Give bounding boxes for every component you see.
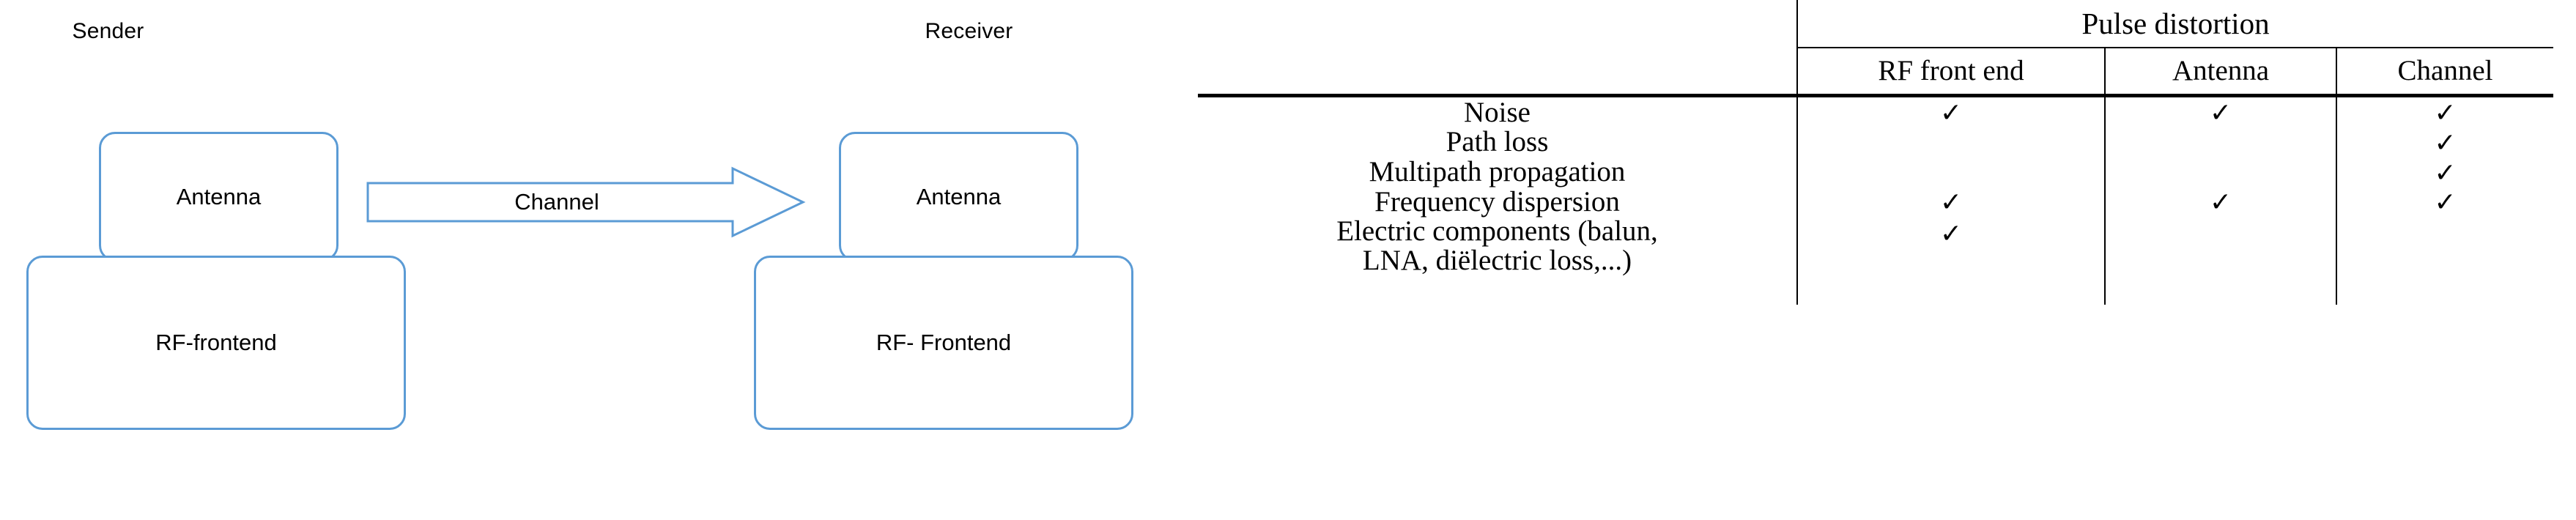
column-header-channel[interactable]: Channel [2335, 48, 2554, 94]
column-header-antenna[interactable]: Antenna [2104, 48, 2336, 94]
cell-multipath-rf[interactable] [1796, 157, 2105, 187]
distortion-matrix: Pulse distortion RF front end Antenna Ch… [1198, 0, 2554, 305]
table-header-row: RF front end Antenna Channel [1198, 48, 2554, 94]
group-header-pulse-distortion: Pulse distortion [1796, 0, 2554, 47]
cell-noise-rf[interactable]: ✓ [1796, 95, 2105, 128]
pulse-distortion-table: Pulse distortion RF front end Antenna Ch… [1198, 0, 2557, 520]
check-icon: ✓ [2434, 98, 2457, 128]
tail-rf [1796, 275, 2105, 305]
receiver-rf-frontend-box[interactable]: RF- Frontend [754, 256, 1133, 430]
cell-path-loss-rf[interactable] [1796, 127, 2105, 157]
communication-block-diagram: Sender Receiver Antenna RF-frontend Ante… [0, 0, 1202, 520]
thick-rule-row [1198, 92, 2554, 97]
row-label-multipath-propagation: Multipath propagation [1369, 156, 1626, 188]
cell-electric-components-antenna[interactable] [2104, 217, 2336, 275]
row-label-electric-components: Electric components (balun, LNA, diëlect… [1336, 215, 1658, 276]
check-icon: ✓ [2434, 157, 2457, 188]
sender-label: Sender [72, 19, 144, 43]
tail-label [1198, 275, 1797, 305]
cell-frequency-dispersion-antenna[interactable]: ✓ [2104, 187, 2336, 218]
cell-electric-components-channel[interactable] [2335, 217, 2554, 275]
cell-multipath-channel[interactable]: ✓ [2335, 157, 2554, 188]
row-label-noise: Noise [1464, 96, 1531, 128]
sender-antenna-label: Antenna [176, 183, 262, 209]
table-row: Frequency dispersion ✓ ✓ ✓ [1198, 185, 2554, 218]
table-row: Multipath propagation ✓ [1198, 156, 2554, 188]
cell-noise-channel[interactable]: ✓ [2335, 95, 2554, 128]
tail-antenna [2104, 275, 2336, 305]
cell-path-loss-antenna[interactable] [2104, 127, 2336, 157]
table-bottom-spacer-row [1198, 275, 2554, 305]
sender-rf-frontend-box[interactable]: RF-frontend [26, 256, 406, 430]
receiver-antenna-label: Antenna [916, 183, 1002, 209]
cell-path-loss-channel[interactable]: ✓ [2335, 127, 2554, 158]
cell-electric-components-rf[interactable]: ✓ [1796, 217, 2105, 275]
tail-channel [2335, 275, 2554, 305]
cell-frequency-dispersion-channel[interactable]: ✓ [2335, 187, 2554, 218]
table-row: Noise ✓ ✓ ✓ [1198, 95, 2554, 128]
check-icon: ✓ [1939, 98, 1963, 128]
check-icon: ✓ [1939, 219, 1963, 250]
sender-rf-frontend-label: RF-frontend [155, 330, 277, 355]
channel-arrow-label: Channel [514, 189, 599, 215]
column-header-rf-front-end[interactable]: RF front end [1796, 48, 2105, 94]
table-row: Path loss ✓ [1198, 126, 2554, 158]
receiver-rf-frontend-label: RF- Frontend [876, 330, 1012, 355]
channel-arrow-icon [366, 167, 806, 237]
rule-segment-full [1198, 92, 2554, 97]
check-icon: ✓ [2209, 98, 2232, 128]
row-label-frequency-dispersion: Frequency dispersion [1374, 185, 1620, 218]
row-header-blank [1198, 48, 1797, 94]
cell-multipath-antenna[interactable] [2104, 157, 2336, 187]
check-icon: ✓ [2434, 127, 2457, 158]
receiver-antenna-box[interactable]: Antenna [839, 132, 1078, 261]
sender-antenna-box[interactable]: Antenna [99, 132, 338, 261]
table-group-header-row: Pulse distortion [1198, 0, 2554, 47]
cell-frequency-dispersion-rf[interactable]: ✓ [1796, 187, 2105, 218]
cell-noise-antenna[interactable]: ✓ [2104, 95, 2336, 128]
receiver-label: Receiver [925, 19, 1013, 43]
row-label-path-loss: Path loss [1446, 126, 1549, 158]
check-icon: ✓ [1939, 187, 1963, 218]
check-icon: ✓ [2209, 187, 2232, 218]
table-row: Electric components (balun, LNA, diëlect… [1198, 215, 2554, 276]
spacer-cell [1198, 0, 1797, 47]
check-icon: ✓ [2434, 187, 2457, 218]
